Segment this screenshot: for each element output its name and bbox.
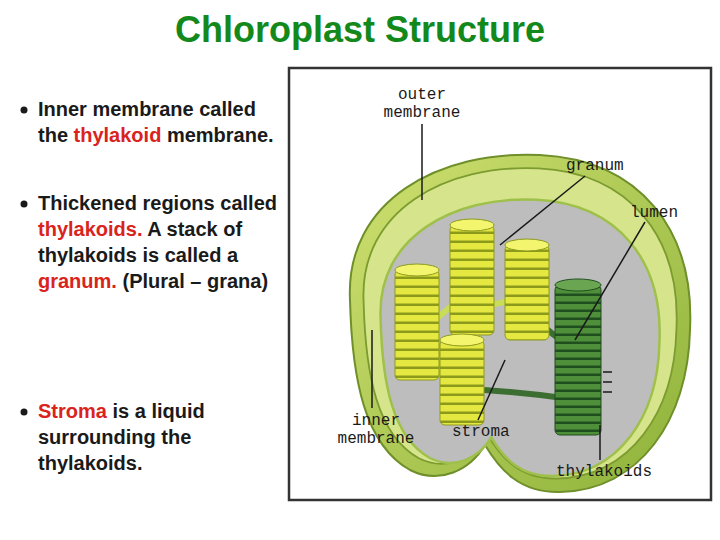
granum-stack — [395, 264, 439, 380]
tick-mark — [603, 381, 612, 383]
bullet-point: Thickened regions called thylakoids. A s… — [38, 190, 283, 294]
key-term: thylakoids. — [38, 218, 142, 240]
granum-top — [505, 239, 549, 251]
thylakoid-marks — [603, 372, 612, 392]
granum-top — [450, 219, 494, 231]
granum-body — [505, 245, 549, 340]
part-label: inner membrane — [330, 412, 422, 448]
slide-title: Chloroplast Structure — [0, 8, 720, 52]
granum-body — [395, 270, 439, 380]
leader-line — [575, 222, 645, 340]
part-label: thylakoids — [556, 463, 666, 481]
leader-line — [500, 176, 585, 245]
stroma-region — [380, 199, 659, 476]
bullet-text: (Plural – grana) — [122, 270, 268, 292]
granum-top — [395, 264, 439, 276]
bullet-dot — [21, 107, 28, 114]
bullet-dot — [21, 201, 28, 208]
granum-stack — [505, 239, 549, 340]
granum-stack-cutaway — [555, 279, 601, 435]
leader-line — [371, 330, 373, 408]
bullet-text: membrane. — [167, 124, 274, 146]
bullet-point: Stroma is a liquid surrounding the thyla… — [38, 398, 283, 476]
tick-mark — [603, 391, 612, 393]
part-label: granum — [566, 157, 646, 175]
leader-line — [421, 124, 423, 200]
bullet-text: Thickened regions called — [38, 192, 277, 214]
key-term: Stroma — [38, 400, 107, 422]
part-label: stroma — [452, 423, 532, 441]
bullet-dot — [21, 409, 28, 416]
leader-line — [599, 425, 601, 460]
granum-body — [440, 340, 484, 425]
part-label: lumen — [630, 204, 700, 222]
granum-stack — [440, 334, 484, 425]
key-term: thylakoid — [74, 124, 162, 146]
granum-top — [440, 334, 484, 346]
granum-top — [555, 279, 601, 291]
key-term: granum. — [38, 270, 117, 292]
leader-line — [478, 360, 505, 420]
granum-stack — [450, 219, 494, 335]
granum-body — [450, 225, 494, 335]
bullet-point: Inner membrane called the thylakoid memb… — [38, 96, 283, 148]
leader-lines — [372, 124, 645, 460]
tick-mark — [603, 371, 612, 373]
part-label: outer membrane — [372, 86, 472, 122]
figure-frame — [289, 68, 711, 500]
